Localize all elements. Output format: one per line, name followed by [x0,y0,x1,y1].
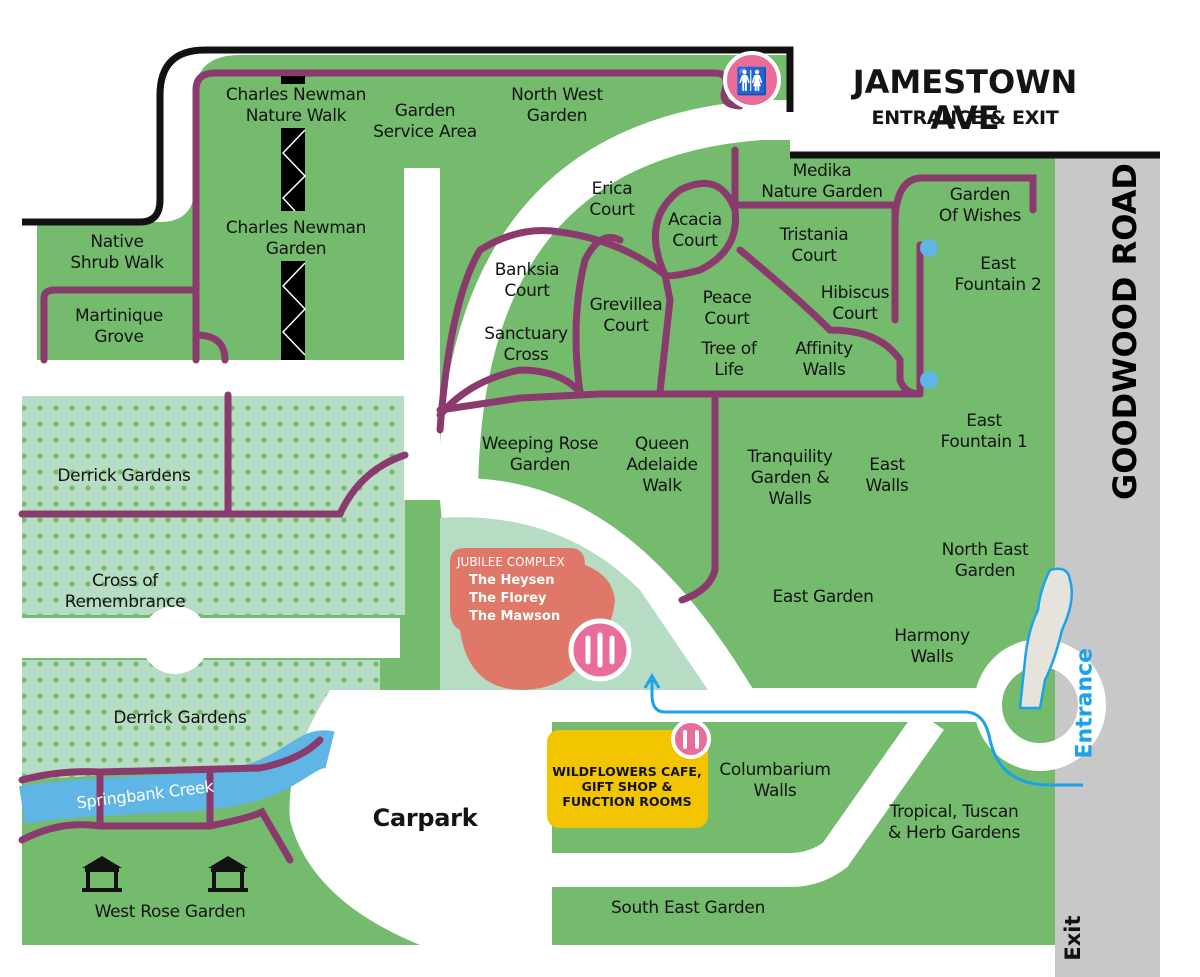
fountain-icon [920,239,938,257]
area-label: Tree of Life [701,339,757,380]
fountain-icon [920,371,938,389]
area-label: Banksia Court [494,260,560,301]
area-label: South East Garden [610,898,766,918]
jubilee-room: The Heysen [469,573,555,588]
area-label: East Walls [865,455,909,496]
gazebo-icon [82,856,122,892]
area-label: East Fountain 2 [954,254,1042,295]
area-label: East Fountain 1 [940,411,1028,452]
property-boundary [22,46,1160,226]
arrow-icon [643,673,661,689]
area-label: Tristania Court [779,225,849,266]
area-label: Tranquility Garden & Walls [747,447,833,509]
area-label: North East Garden [941,540,1029,581]
restroom-icon: 🚻 [723,51,781,109]
area-label: Derrick Gardens [57,466,191,486]
entrance-route-arrow [650,680,1083,787]
area-label: Garden Of Wishes [938,185,1022,226]
area-label: Weeping Rose Garden [481,434,599,475]
roundabout-west [141,606,209,674]
area-label: Martinique Grove [75,306,163,347]
cafe-label: WILDFLOWERS CAFE, GIFT SHOP & FUNCTION R… [552,764,702,809]
area-label: Charles Newman Nature Walk [225,85,367,126]
area-label: East Garden [772,587,874,607]
area-label: Garden Service Area [373,101,477,142]
zigzag-boardwalk [281,76,307,360]
restroom-icon [671,719,711,759]
cafe-building [547,730,708,828]
area-label: Grevillea Court [589,295,663,336]
carpark-label: Carpark [372,804,478,832]
jubilee-title: JUBILEE COMPLEX [457,555,565,569]
springbank-creek [19,730,335,824]
area-label: Cross of Remembrance [64,571,186,612]
area-label: Sanctuary Cross [484,324,568,365]
area-label: North West Garden [511,85,603,126]
street-note: ENTRANCE & EXIT [871,107,1059,129]
jubilee-room: The Mawson [469,609,561,624]
hands-sculpture-icon [1018,567,1073,710]
area-label: Charles Newman Garden [225,218,367,259]
street-name-goodwood: GOODWOOD ROAD [1106,163,1144,500]
area-label: Hibiscus Court [820,283,890,324]
area-label: Erica Court [589,179,635,220]
area-label: Medika Nature Garden [761,161,883,202]
restroom-icon [568,618,632,682]
area-label: Affinity Walls [795,339,853,380]
area-label: West Rose Garden [94,902,246,922]
area-label: Acacia Court [668,210,722,251]
area-label: Native Shrub Walk [70,232,164,273]
area-label: Queen Adelaide Walk [626,434,698,496]
exit-label: Exit [1061,915,1085,961]
area-label: Harmony Walls [894,626,970,667]
gazebo-icon [208,856,248,892]
goodwood-road [1055,155,1160,977]
carpark-area [289,690,552,977]
svg-text:🚻: 🚻 [736,66,768,97]
jubilee-room: The Florey [469,591,547,606]
area-label: Derrick Gardens [113,708,247,728]
street-name-jamestown: JAMESTOWN AVE [852,63,1078,137]
area-label: Peace Court [702,288,752,329]
area-label: Tropical, Tuscan & Herb Gardens [887,802,1021,843]
entrance-label: Entrance [1072,647,1098,759]
area-label: Columbarium Walls [719,760,831,801]
